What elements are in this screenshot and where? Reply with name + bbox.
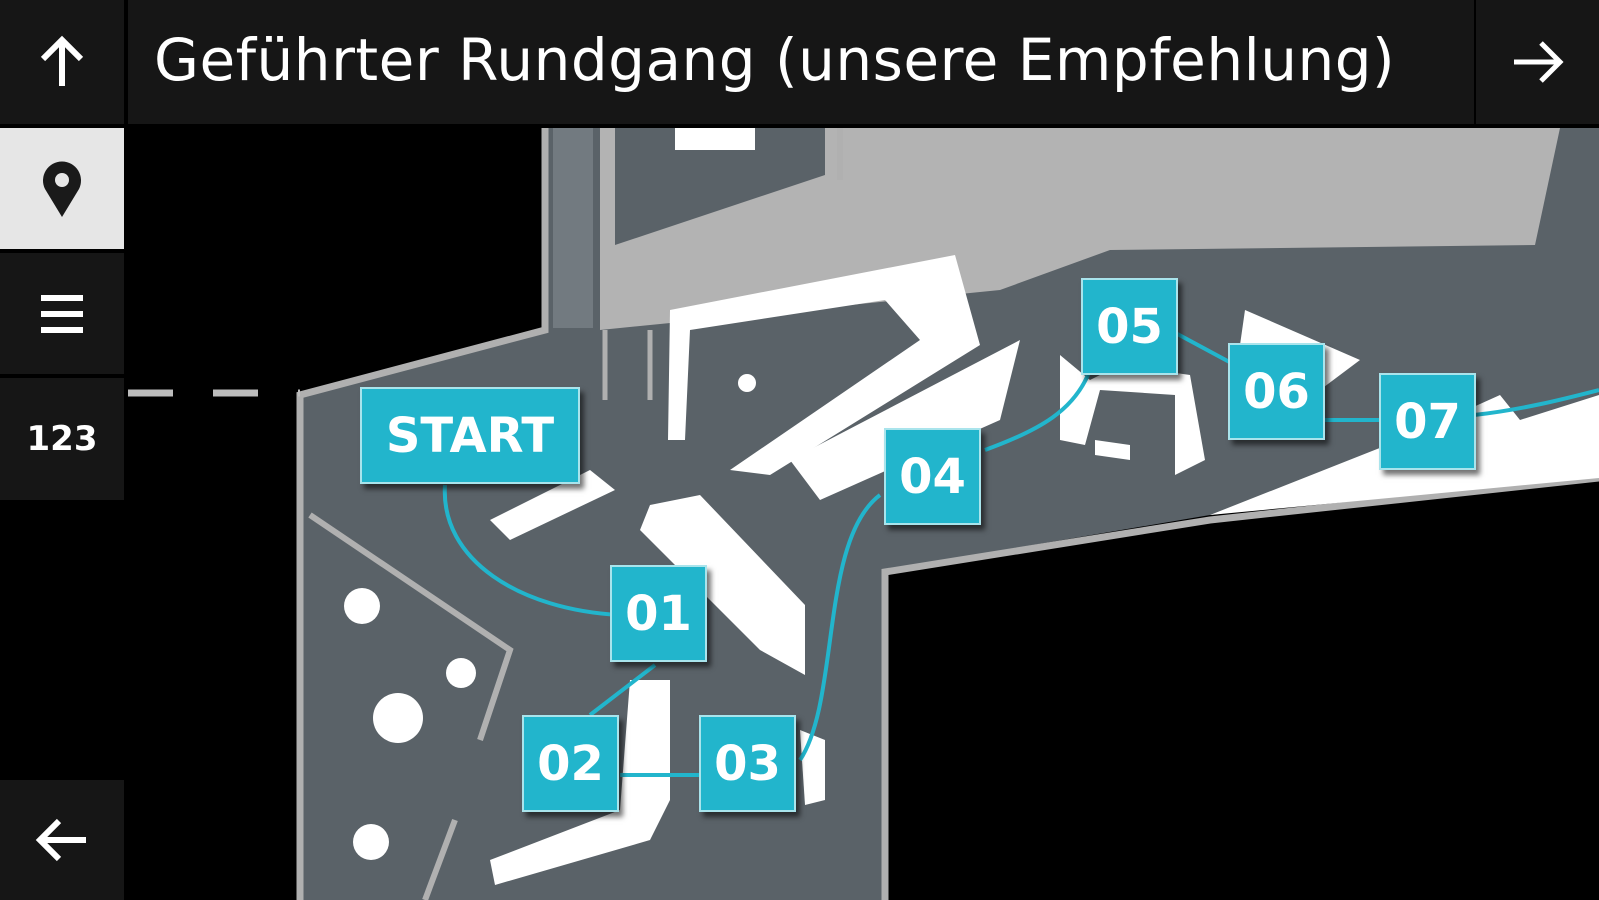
next-button[interactable] (1476, 0, 1599, 124)
numbers-label: 123 (26, 419, 98, 459)
tour-stop-01[interactable]: 01 (610, 565, 707, 662)
exhibit-block (1060, 355, 1205, 475)
menu-button[interactable] (0, 253, 124, 374)
exhibit-block (640, 495, 805, 675)
exhibit-block (675, 128, 755, 150)
exhibit-block (490, 470, 615, 540)
tour-stop-06[interactable]: 06 (1228, 343, 1325, 440)
corridor-inner (615, 128, 825, 245)
back-button[interactable] (0, 780, 124, 900)
north-up-button[interactable] (0, 0, 124, 124)
exhibit-block (668, 255, 980, 475)
floor-wall (308, 512, 514, 741)
tour-stop-05[interactable]: 05 (1081, 278, 1178, 375)
floor-wall (881, 474, 1599, 900)
menu-icon (41, 294, 83, 333)
pillar (738, 374, 756, 392)
title-bar: Geführter Rundgang (unsere Empfehlung) (128, 0, 1474, 124)
exhibit-block (1095, 440, 1130, 460)
stairs (553, 128, 593, 328)
tour-route (442, 328, 1599, 777)
tour-stop-07[interactable]: 07 (1379, 373, 1476, 470)
numbers-button[interactable]: 123 (0, 378, 124, 500)
floor-wall (422, 818, 458, 900)
tour-stop-04[interactable]: 04 (884, 428, 981, 525)
page-title: Geführter Rundgang (unsere Empfehlung) (154, 26, 1396, 94)
location-button[interactable] (0, 128, 124, 249)
arrow-up-icon (40, 35, 84, 86)
pillar (353, 824, 389, 860)
arrow-right-icon (1513, 41, 1564, 83)
pillar (373, 693, 423, 743)
map-pin-icon (43, 161, 81, 217)
arrow-left-icon (35, 818, 86, 862)
tour-stop-start[interactable]: START (360, 387, 580, 484)
tour-stop-02[interactable]: 02 (522, 715, 619, 812)
pillar (344, 588, 380, 624)
exhibit-block (490, 680, 670, 885)
tour-stop-03[interactable]: 03 (699, 715, 796, 812)
exhibit-block (790, 340, 1020, 500)
pillar (446, 658, 476, 688)
floor-wall (296, 128, 549, 900)
